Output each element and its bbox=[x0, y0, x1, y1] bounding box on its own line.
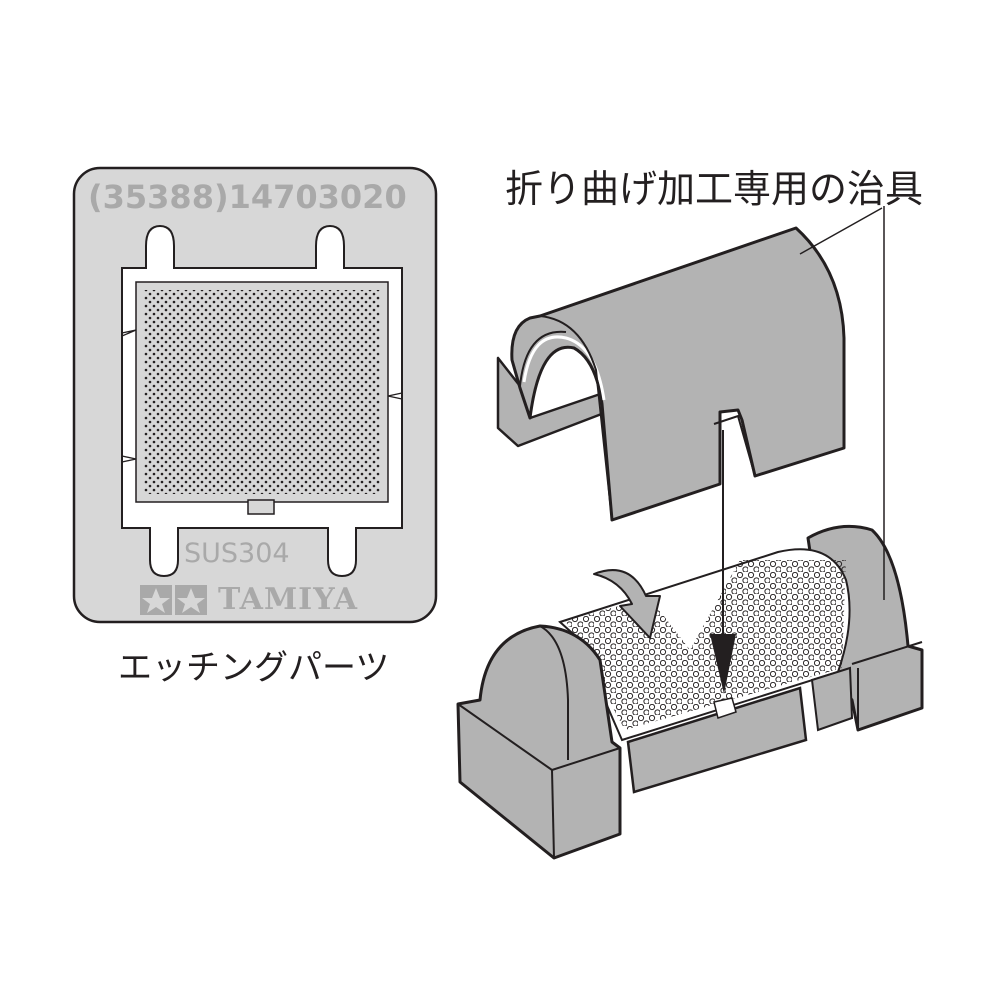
fret-material-label: SUS304 bbox=[184, 538, 290, 569]
bend-arrow-icon bbox=[593, 569, 661, 639]
etched-fret bbox=[72, 166, 438, 624]
etched-parts-caption: エッチングパーツ bbox=[118, 648, 390, 688]
bending-jig-caption: 折り曲げ加工専用の治具 bbox=[505, 167, 924, 211]
alignment-arrow-icon bbox=[710, 430, 736, 694]
jig-base bbox=[456, 524, 924, 860]
leader-lines bbox=[799, 206, 885, 600]
fret-part-code: (35388)14703020 bbox=[88, 178, 407, 216]
twin-star-logo-icon bbox=[140, 585, 207, 615]
jig-cover bbox=[496, 226, 846, 522]
fret-brand-label: TAMIYA bbox=[218, 582, 358, 617]
